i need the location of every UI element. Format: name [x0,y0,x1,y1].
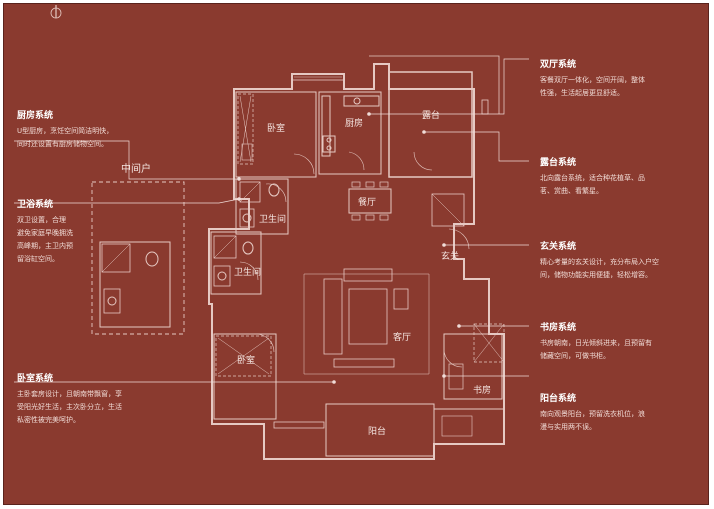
annotation-terrace: 露台系统 北向露台系统，适合种花植草、品 茗、赏曲、看繁星。 [540,155,700,198]
annotation-kitchen-line: 同时还设置有厨房储物空间。 [17,140,108,148]
annotation-terrace-title: 露台系统 [540,158,577,168]
annotation-study: 书房系统 书房朝南，日光倾斜进来，且预留有 储藏空间，可做书柜。 [540,320,700,363]
annotation-living-title: 双厅系统 [540,60,577,70]
annotation-kitchen-line: U型厨房，烹饪空间简洁明快， [17,127,114,135]
annotation-balcony-line: 漫与实用两不误。 [540,423,596,431]
room-label-dining: 餐厅 [358,198,377,208]
annotation-foyer-line: 精心考量的玄关设计，充分布局入户空 [540,258,659,266]
annotation-balcony-line: 南向观景阳台，预留洗衣机位，浪 [540,410,645,418]
annotation-bathroom: 卫浴系统 双卫设置，合理 避免家庭早晚拥洗 高峰期，主卫内预 留浴缸空间。 [17,197,102,266]
room-label-terrace: 露台 [422,111,441,121]
annotation-bathroom-line: 避免家庭早晚拥洗 [17,229,73,237]
annotation-foyer-title: 玄关系统 [540,242,577,252]
room-label-bath-2: 卫生间 [234,268,262,278]
annotation-bedroom-title: 卧室系统 [17,374,54,384]
annotation-terrace-line: 茗、赏曲、看繁星。 [540,187,603,195]
annotation-terrace-line: 北向露台系统，适合种花植草、品 [540,174,645,182]
floor-plan-drawing [14,5,529,460]
annotation-bedroom-line: 私密性被完美呵护。 [17,416,80,424]
annotation-living: 双厅系统 客餐双厅一体化，空间开阔，整体 性强，生活起居更显舒适。 [540,57,700,100]
room-label-kitchen: 厨房 [345,119,364,129]
annotation-balcony-title: 阳台系统 [540,394,577,404]
room-label-living: 客厅 [393,333,412,343]
annotation-bedroom: 卧室系统 主卧套房设计，且朝南带飘窗，享 受阳光好生活，主次卧分立，生活 私密性… [17,371,152,427]
annotation-living-line: 客餐双厅一体化，空间开阔，整体 [540,76,645,84]
room-label-middle-unit: 中间户 [121,164,151,175]
annotation-bathroom-line: 留浴缸空间。 [17,255,59,263]
annotation-bathroom-line: 高峰期，主卫内预 [17,242,73,250]
annotation-kitchen: 厨房系统 U型厨房，烹饪空间简洁明快， 同时还设置有厨房储物空间。 [17,108,137,151]
room-label-bedroom-top: 卧室 [267,124,286,134]
annotation-bedroom-line: 主卧套房设计，且朝南带飘窗，享 [17,390,122,398]
annotation-study-title: 书房系统 [540,323,577,333]
room-label-bedroom-bottom: 卧室 [237,356,256,366]
annotation-balcony: 阳台系统 南向观景阳台，预留洗衣机位，浪 漫与实用两不误。 [540,391,700,434]
annotation-study-line: 书房朝南，日光倾斜进来，且预留有 [540,339,652,347]
annotation-kitchen-title: 厨房系统 [17,111,54,121]
room-label-bath-1: 卫生间 [259,215,287,225]
annotation-bathroom-title: 卫浴系统 [17,200,54,210]
annotation-study-line: 储藏空间，可做书柜。 [540,352,610,360]
annotation-foyer-line: 间，储物功能实用便捷，轻松增容。 [540,271,652,279]
annotation-bathroom-line: 双卫设置，合理 [17,216,66,224]
room-label-foyer: 玄关 [441,252,460,262]
compass-icon [50,5,62,19]
room-label-study: 书房 [473,386,492,396]
annotation-foyer: 玄关系统 精心考量的玄关设计，充分布局入户空 间，储物功能实用便捷，轻松增容。 [540,239,705,282]
annotation-bedroom-line: 受阳光好生活，主次卧分立，生活 [17,403,122,411]
annotation-living-line: 性强，生活起居更显舒适。 [540,89,624,97]
room-label-balcony: 阳台 [368,427,387,437]
floor-plan-board: 卧室 厨房 露台 餐厅 玄关 卫生间 卫生间 客厅 卧室 书房 阳台 中间户 厨… [3,3,709,505]
